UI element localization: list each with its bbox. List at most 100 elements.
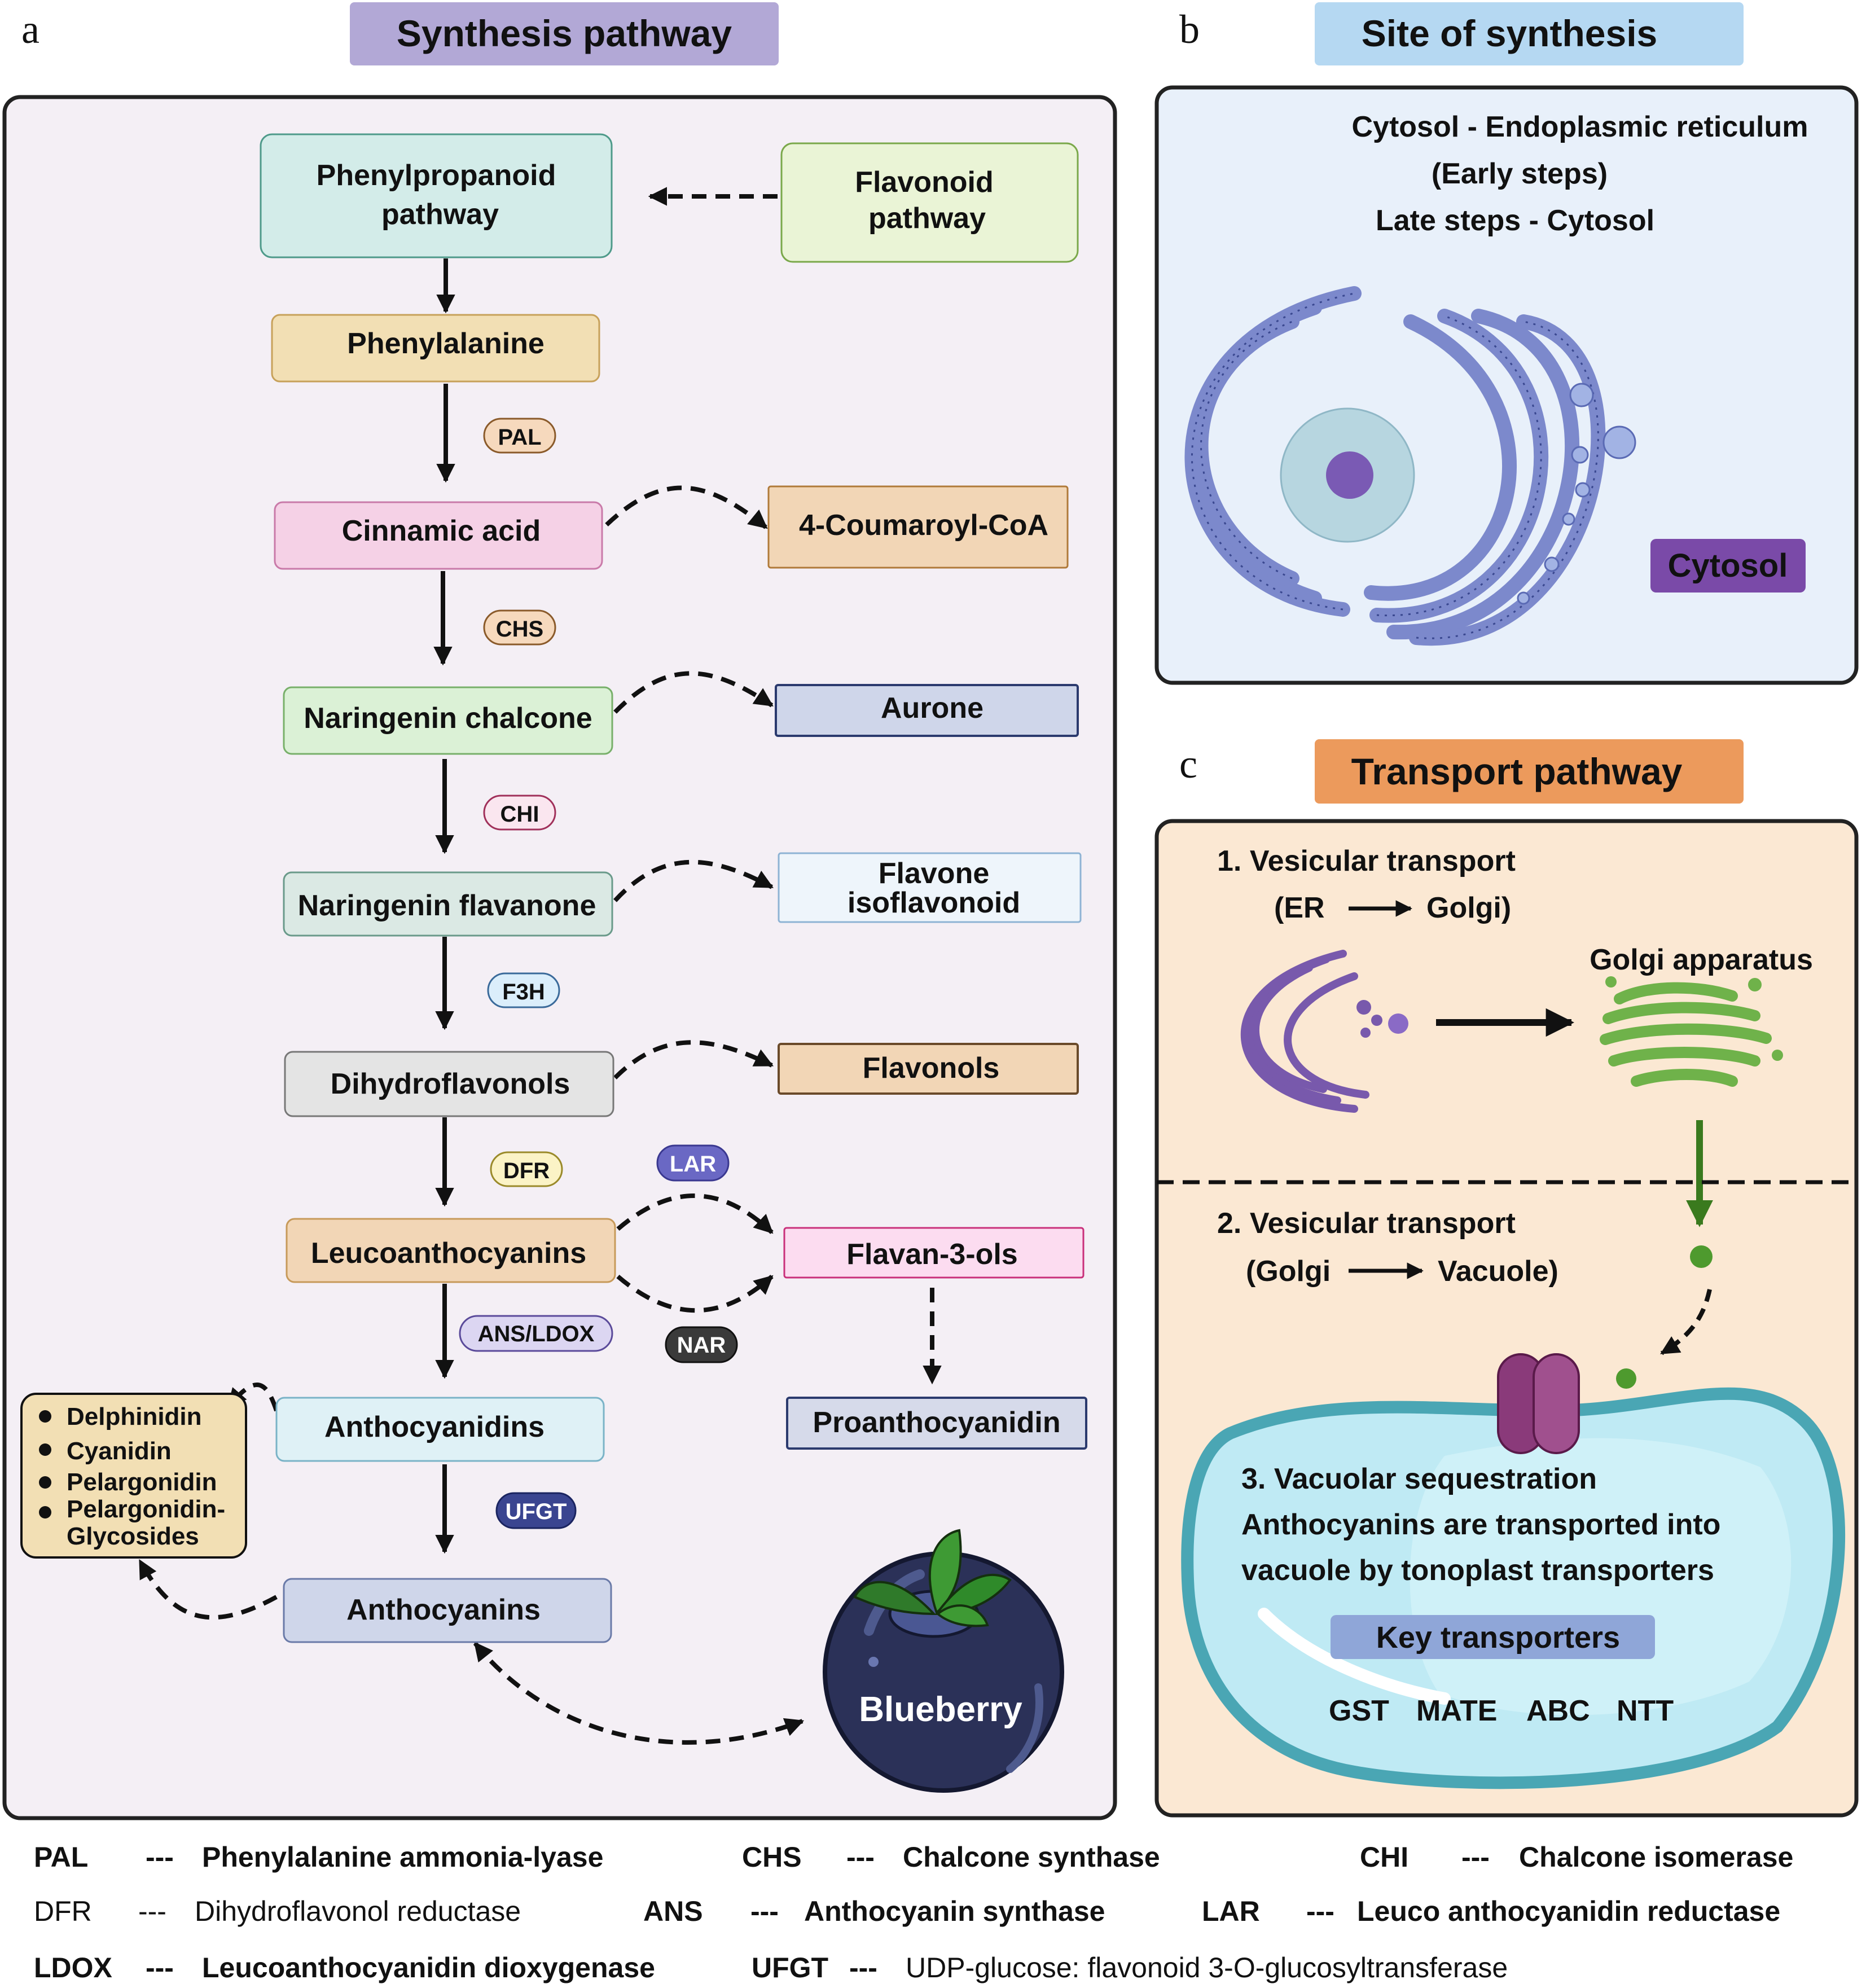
enzyme-ufgt: UFGT (495, 1492, 577, 1529)
legend-sep: --- (750, 1895, 779, 1927)
list-item: Pelargonidin- (67, 1495, 225, 1523)
legend-sep: --- (138, 1895, 166, 1927)
cytosol-label: Cytosol (1668, 547, 1788, 584)
list-item: Cyanidin (67, 1437, 172, 1465)
legend-sep: --- (146, 1952, 174, 1983)
green-vesicle-2 (1616, 1368, 1636, 1389)
legend-abbr: CHS (742, 1841, 802, 1873)
panel-c-title-bg (1315, 739, 1744, 804)
svg-text:ANS/LDOX: ANS/LDOX (478, 1322, 595, 1346)
enzyme-f3h: F3H (487, 972, 560, 1008)
node-leucoanthocyanins: Leucoanthocyanins (286, 1218, 616, 1283)
legend-abbr: PAL (34, 1841, 88, 1873)
legend: PAL --- Phenylalanine ammonia-lyase CHS … (34, 1841, 1793, 1983)
enzyme-lar: LAR (656, 1144, 730, 1182)
legend-sep: --- (1461, 1841, 1490, 1873)
svg-text:CHI: CHI (500, 802, 539, 827)
enzyme-nar: NAR (665, 1326, 738, 1363)
node-anthocyanidins: Anthocyanidins (275, 1397, 605, 1462)
enzyme-chi: CHI (483, 795, 556, 831)
step2-to: Vacuole) (1438, 1255, 1558, 1288)
step2-from: (Golgi (1246, 1255, 1331, 1288)
legend-full: Leucoanthocyanidin dioxygenase (202, 1952, 655, 1983)
list-item: Pelargonidin (67, 1468, 217, 1496)
step1-to: Golgi) (1426, 892, 1511, 924)
step3-desc-1: Anthocyanins are transported into (1241, 1508, 1720, 1541)
svg-text:isoflavonoid: isoflavonoid (848, 887, 1020, 919)
key-transporters-label: Key transporters (1376, 1621, 1620, 1655)
enzyme-dfr: DFR (490, 1151, 563, 1187)
svg-text:PAL: PAL (498, 425, 541, 450)
legend-abbr: UFGT (752, 1952, 828, 1983)
node-phenylalanine: Phenylalanine (271, 314, 600, 383)
panel-c-letter: c (1179, 741, 1197, 787)
blueberry-illustration: Blueberry (823, 1529, 1064, 1793)
vesicle-to-vacuole-arrow (1660, 1289, 1712, 1355)
enzyme-ans-ldox: ANS/LDOX (459, 1315, 613, 1352)
list-item: Delphinidin (67, 1403, 202, 1430)
anthocyanidin-list: Delphinidin Cyanidin Pelargonidin Pelarg… (20, 1393, 247, 1559)
node-flavonols: Flavonols (778, 1043, 1079, 1095)
node-flavan3ols: Flavan-3-ols (783, 1227, 1085, 1279)
site-line-3: Late steps - Cytosol (1376, 204, 1654, 237)
svg-text:pathway: pathway (381, 198, 499, 231)
er-cell-illustration (1184, 286, 1636, 646)
legend-full: UDP-glucose: flavonoid 3-O-glucosyltrans… (906, 1952, 1508, 1983)
svg-text:UFGT: UFGT (506, 1499, 567, 1524)
legend-sep: --- (146, 1841, 174, 1873)
svg-text:Leucoanthocyanins: Leucoanthocyanins (311, 1237, 586, 1270)
list-item: Glycosides (67, 1522, 199, 1550)
blueberry-label: Blueberry (859, 1690, 1022, 1729)
node-anthocyanins: Anthocyanins (283, 1578, 612, 1643)
svg-text:4-Coumaroyl-CoA: 4-Coumaroyl-CoA (799, 509, 1048, 542)
golgi-label: Golgi apparatus (1590, 943, 1813, 976)
node-flavanone: Naringenin flavanone (283, 871, 613, 937)
node-flavonoid: Flavonoid pathway (780, 142, 1079, 263)
transporter-gst: GST (1329, 1695, 1389, 1727)
step1-from: (ER (1274, 892, 1325, 924)
svg-text:Proanthocyanidin: Proanthocyanidin (813, 1406, 1060, 1439)
legend-abbr: LAR (1202, 1895, 1260, 1927)
node-aurone: Aurone (775, 684, 1079, 737)
enzyme-chs: CHS (483, 609, 556, 646)
dashed-arrows (138, 187, 942, 1745)
panel-a-title: Synthesis pathway (397, 12, 732, 54)
legend-full: Leuco anthocyanidin reductase (1357, 1895, 1780, 1927)
er-small-illustration (1240, 950, 1382, 1113)
legend-sep: --- (846, 1841, 875, 1873)
panel-b-title: Site of synthesis (1362, 12, 1658, 54)
svg-text:DFR: DFR (503, 1158, 550, 1183)
legend-abbr: LDOX (34, 1952, 112, 1983)
svg-text:Naringenin flavanone: Naringenin flavanone (298, 889, 596, 922)
svg-text:Phenylalanine: Phenylalanine (347, 327, 545, 360)
svg-text:pathway: pathway (868, 202, 986, 235)
node-chalcone: Naringenin chalcone (283, 686, 613, 755)
svg-text:Flavonoid: Flavonoid (855, 166, 994, 199)
step3-desc-2: vacuole by tonoplast transporters (1241, 1554, 1714, 1587)
svg-text:Naringenin chalcone: Naringenin chalcone (304, 702, 592, 735)
legend-full: Anthocyanin synthase (804, 1895, 1105, 1927)
legend-full: Chalcone isomerase (1519, 1841, 1793, 1873)
enzyme-pal: PAL (483, 418, 556, 454)
panel-a-letter: a (21, 7, 39, 52)
panel-b-letter: b (1179, 7, 1200, 52)
golgi-illustration (1600, 976, 1783, 1087)
legend-abbr: DFR (34, 1895, 92, 1927)
node-cinnamic: Cinnamic acid (274, 501, 603, 570)
svg-text:CHS: CHS (496, 617, 543, 642)
legend-sep: --- (849, 1952, 877, 1983)
svg-text:Phenylpropanoid: Phenylpropanoid (317, 159, 556, 192)
svg-text:LAR: LAR (670, 1152, 716, 1177)
panel-b-title-bg (1315, 2, 1744, 65)
svg-text:Anthocyanidins: Anthocyanidins (324, 1411, 545, 1443)
transporter-mate: MATE (1416, 1695, 1497, 1727)
node-phenylpropanoid: Phenylpropanoid pathway (260, 133, 613, 258)
key-transporters-badge (1331, 1615, 1655, 1659)
cytosol-badge (1650, 539, 1806, 593)
legend-full: Phenylalanine ammonia-lyase (202, 1841, 603, 1873)
node-flavone: Flavone isoflavonoid (778, 852, 1082, 923)
svg-text:F3H: F3H (502, 980, 545, 1004)
step3-label: 3. Vacuolar sequestration (1241, 1463, 1597, 1495)
legend-abbr: CHI (1360, 1841, 1408, 1873)
